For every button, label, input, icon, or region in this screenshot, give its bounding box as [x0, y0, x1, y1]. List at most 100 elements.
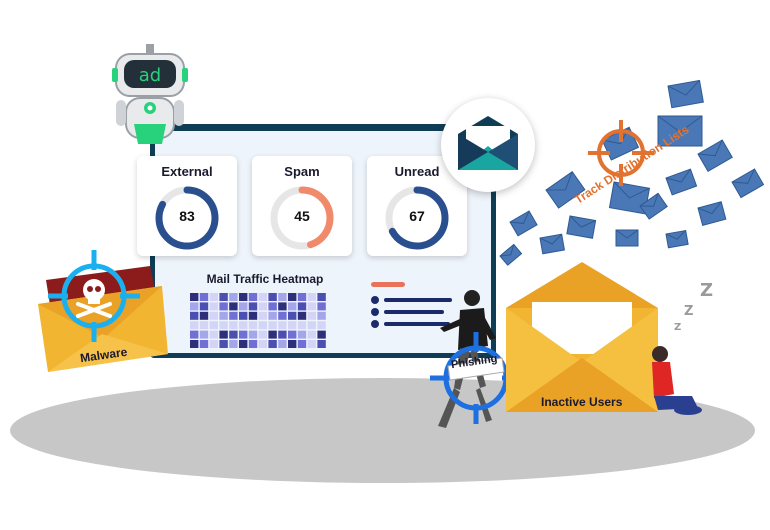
list-line: [384, 322, 450, 326]
card-title: Unread: [394, 164, 440, 179]
heatmap-cell: [248, 340, 258, 348]
heatmap-cell: [209, 330, 218, 339]
heatmap-cell: [268, 311, 277, 320]
inactive-users-label: Inactive Users: [541, 395, 623, 409]
heatmap-cell: [229, 293, 238, 301]
list-header-bar: [371, 282, 405, 287]
heatmap-cell: [248, 302, 258, 311]
heatmap-title: Mail Traffic Heatmap: [206, 272, 324, 286]
heatmap-cell: [190, 330, 199, 339]
skull-icon: [76, 279, 112, 318]
heatmap-cell: [317, 340, 326, 348]
card-title: External: [161, 164, 213, 179]
list-line: [384, 298, 452, 302]
heatmap-cell: [190, 321, 199, 330]
mail-icon: [458, 116, 518, 170]
distribution-envelopes: [499, 79, 765, 266]
heatmap-cell: [258, 340, 267, 348]
list-bullet: [371, 320, 379, 328]
heatmap-cell: [219, 321, 228, 330]
heatmap-cell: [278, 321, 287, 330]
gauge-external: [155, 186, 219, 250]
heatmap-cell: [248, 321, 258, 330]
inactive-envelope-icon: [506, 262, 658, 412]
crosshair-icon: [588, 120, 654, 186]
gauge-value: 83: [179, 208, 195, 224]
heatmap-cell: [317, 302, 326, 311]
heatmap-cell: [297, 311, 307, 320]
heatmap-cell: [278, 311, 287, 320]
heatmap-cell: [317, 321, 326, 330]
heatmap-cell: [229, 302, 238, 311]
heatmap-cell: [268, 321, 277, 330]
heatmap-cell: [229, 321, 238, 330]
heatmap-cell: [209, 340, 218, 348]
heatmap-cell: [268, 302, 277, 311]
heatmap-cell: [297, 330, 307, 339]
heatmap-cell: [199, 330, 209, 339]
heatmap-cell: [288, 293, 297, 301]
heatmap-cell: [278, 302, 287, 311]
sleep-z: Z: [684, 304, 694, 319]
heatmap-cell: [258, 330, 267, 339]
heatmap-cell: [248, 293, 258, 301]
heatmap-cell: [288, 330, 297, 339]
heatmap-cell: [278, 293, 287, 301]
heatmap-cell: [307, 321, 316, 330]
heatmap-cell: [288, 321, 297, 330]
heatmap-cell: [307, 311, 316, 320]
heatmap-cell: [219, 311, 228, 320]
heatmap-cell: [258, 302, 267, 311]
heatmap-cell: [239, 311, 248, 320]
heatmap-cell: [239, 340, 248, 348]
heatmap-cell: [199, 293, 209, 301]
heatmap-cell: [248, 311, 258, 320]
list-bullet: [371, 296, 379, 304]
stat-card-unread[interactable]: Unread 67: [367, 156, 467, 256]
heatmap-cell: [268, 340, 277, 348]
sleep-z: Z: [674, 322, 682, 333]
heatmap-cell: [209, 302, 218, 311]
heatmap-cell: [307, 340, 316, 348]
heatmap-cell: [307, 293, 316, 301]
heatmap-cell: [199, 321, 209, 330]
heatmap-cell: [297, 340, 307, 348]
heatmap-cell: [199, 340, 209, 348]
mail-badge: [441, 98, 535, 192]
heatmap-cell: [190, 340, 199, 348]
sleep-z: Z: [700, 280, 714, 301]
list-line: [384, 310, 444, 314]
heatmap-cell: [258, 311, 267, 320]
heatmap-cell: [248, 330, 258, 339]
heatmap-cell: [317, 330, 326, 339]
heatmap-cell: [288, 302, 297, 311]
heatmap-cell: [268, 330, 277, 339]
mail-traffic-heatmap[interactable]: [190, 293, 326, 349]
stat-card-external[interactable]: External 83: [137, 156, 237, 256]
list-bullet: [371, 308, 379, 316]
robot-icon: ad: [112, 44, 188, 144]
heatmap-cell: [297, 293, 307, 301]
stat-card-spam[interactable]: Spam 45: [252, 156, 352, 256]
heatmap-cell: [219, 330, 228, 339]
heatmap-cell: [209, 321, 218, 330]
heatmap-cell: [288, 311, 297, 320]
heatmap-cell: [209, 311, 218, 320]
heatmap-cell: [297, 302, 307, 311]
card-title: Spam: [284, 164, 320, 179]
heatmap-cell: [307, 330, 316, 339]
heatmap-cell: [229, 311, 238, 320]
heatmap-cell: [278, 330, 287, 339]
heatmap-cell: [199, 311, 209, 320]
gauge-unread: [385, 186, 449, 250]
heatmap-cell: [239, 293, 248, 301]
heatmap-cell: [268, 293, 277, 301]
heatmap-cell: [288, 340, 297, 348]
heatmap-cell: [278, 340, 287, 348]
gauge-value: 45: [294, 208, 310, 224]
heatmap-cell: [239, 330, 248, 339]
heatmap-cell: [239, 321, 248, 330]
robot-face-text: ad: [139, 65, 161, 86]
heatmap-cell: [239, 302, 248, 311]
heatmap-cell: [307, 302, 316, 311]
